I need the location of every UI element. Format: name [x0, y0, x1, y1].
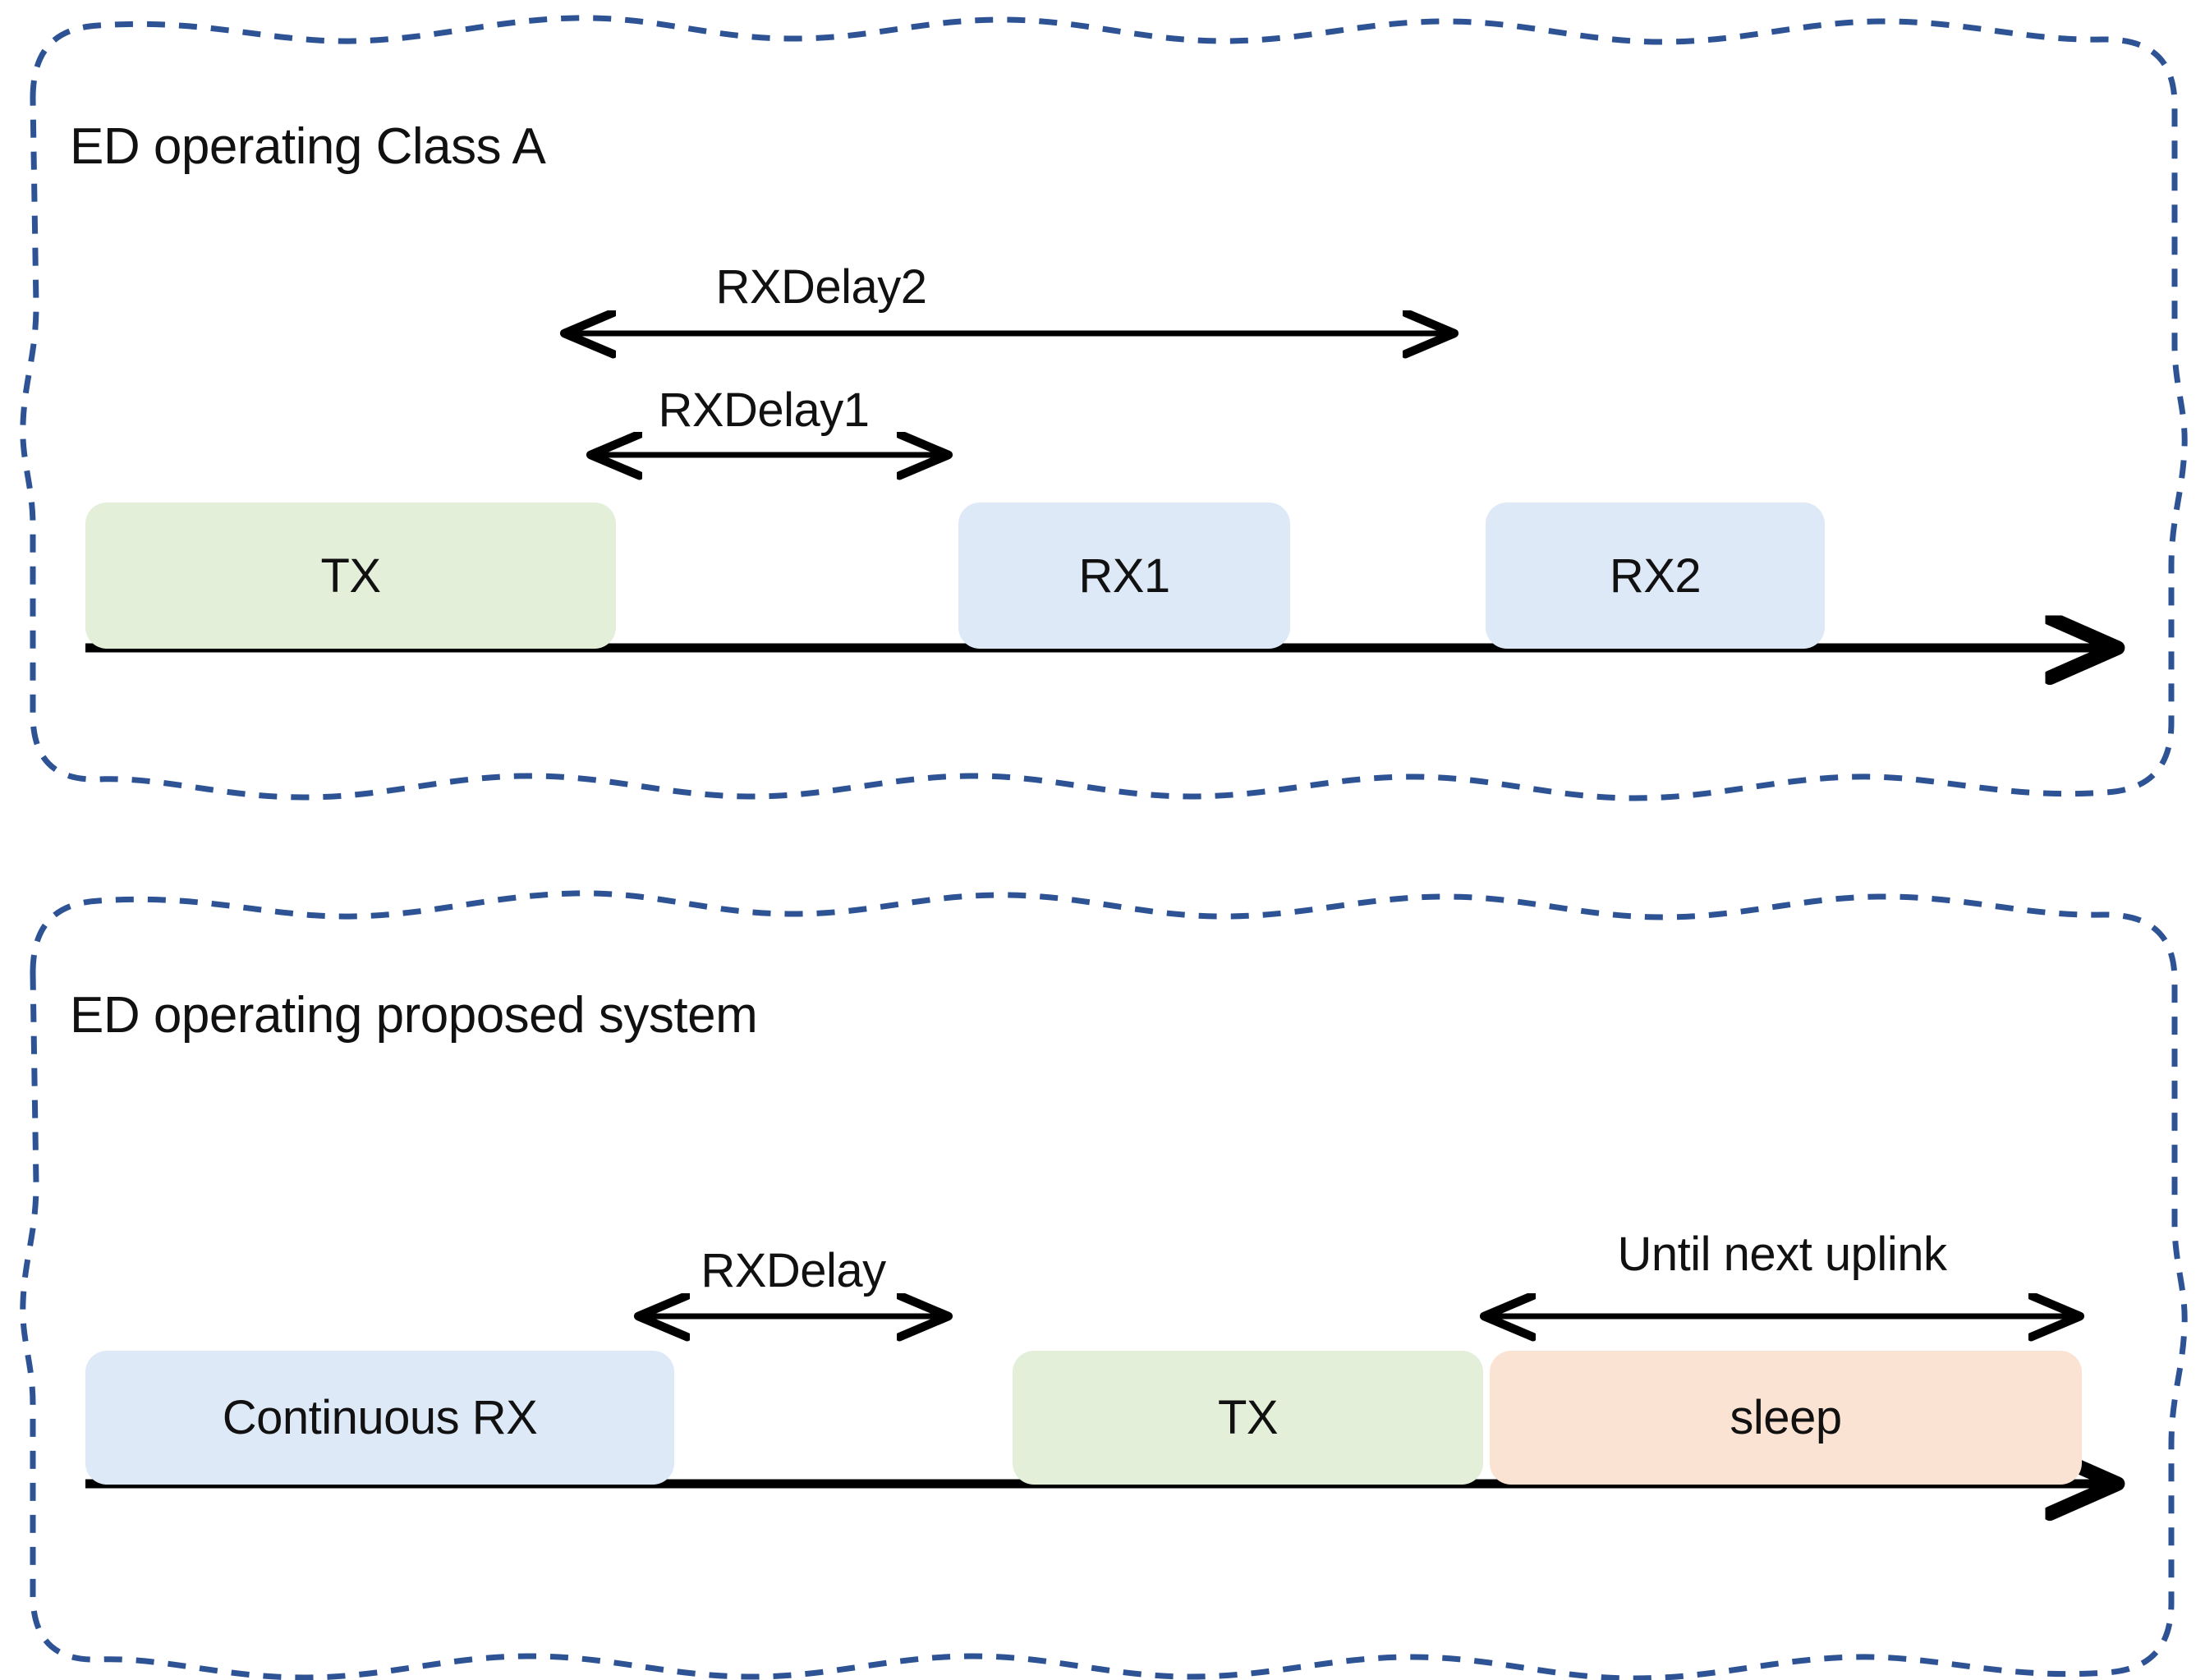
slot-label: RX1 [1078, 549, 1170, 603]
dimension-label-rxdelay1: RXDelay1 [658, 383, 870, 437]
slot-tx-class-a: TX [85, 503, 616, 649]
slot-label: TX [1217, 1391, 1279, 1444]
slot-label: sleep [1730, 1391, 1842, 1444]
dimension-label-until-next-uplink: Until next uplink [1617, 1228, 1947, 1281]
slot-tx-proposed: TX [1013, 1351, 1483, 1485]
slot-sleep: sleep [1490, 1351, 2082, 1485]
slot-label: Continuous RX [222, 1391, 538, 1444]
slot-label: TX [320, 549, 381, 603]
slot-rx2: RX2 [1486, 503, 1825, 649]
dimension-label-rxdelay: RXDelay [701, 1244, 886, 1297]
panel-title-class-a: ED operating Class A [70, 118, 546, 175]
slot-label: RX2 [1609, 549, 1702, 603]
slot-rx1: RX1 [958, 503, 1290, 649]
dimension-label-rxdelay2: RXDelay2 [715, 260, 927, 314]
panel-title-proposed: ED operating proposed system [70, 987, 758, 1044]
slot-continuous-rx: Continuous RX [85, 1351, 674, 1485]
